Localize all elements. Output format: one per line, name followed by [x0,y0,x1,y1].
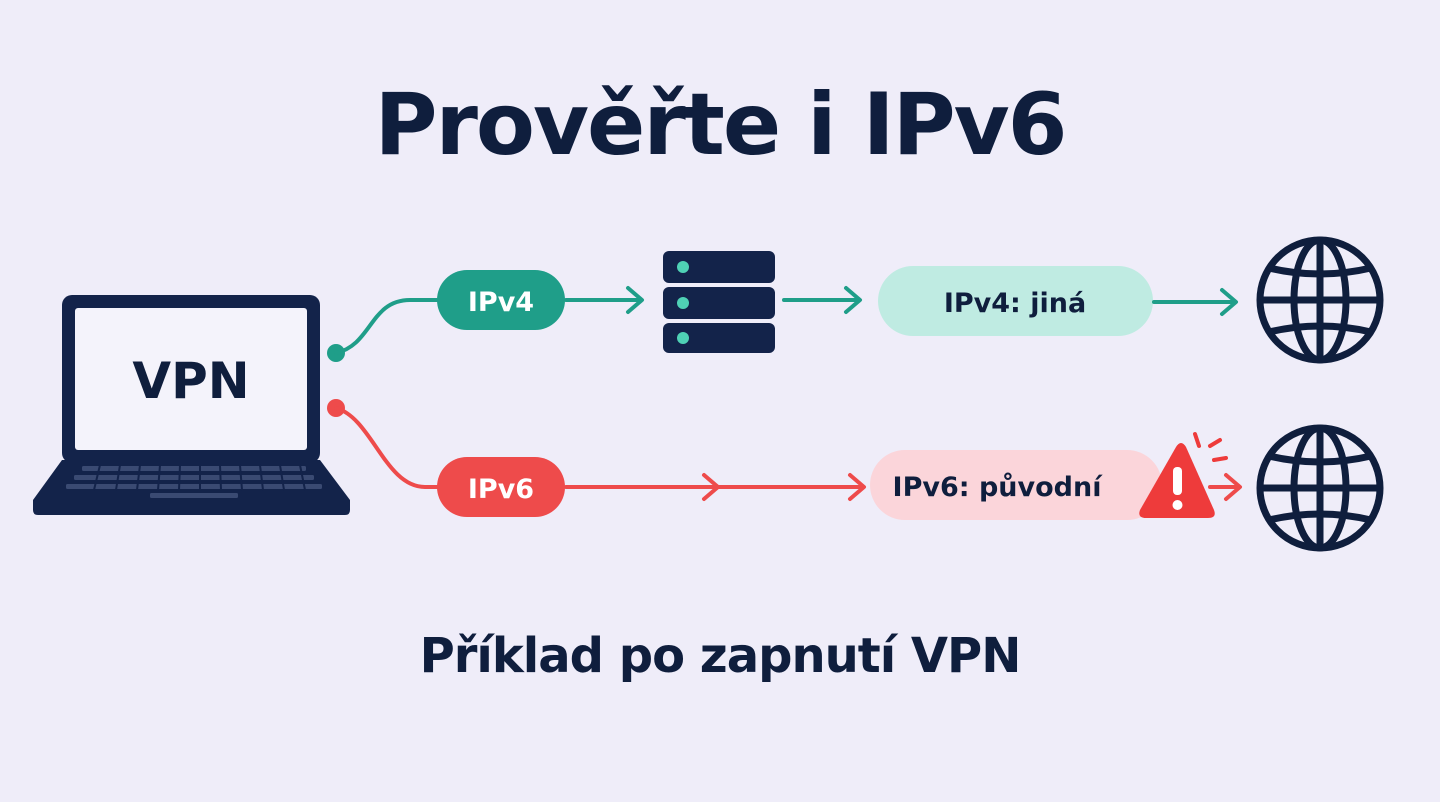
ipv4-arrowhead-2 [844,286,862,314]
ipv6-result-label: IPv6: původní [893,472,1104,503]
ipv4-source-label: IPv4 [468,287,534,318]
ipv4-result-label: IPv4: jiná [944,288,1086,319]
page-subtitle: Příklad po zapnutí VPN [419,628,1022,684]
ipv6-connector [334,406,442,489]
ipv6-source-label: IPv6 [468,474,534,505]
globe-icon [1256,236,1384,364]
ipv6-source-pill [437,457,565,517]
ipv4-result-pill [878,266,1153,336]
ipv4-path: IPv4 IPv4: jiná [327,266,1238,362]
ipv4-connector [334,298,442,355]
ipv6-arrowhead-1 [702,473,720,501]
ipv6-arrowhead-3 [1224,473,1242,501]
laptop-keyboard [66,466,322,498]
ipv4-source-pill [437,270,565,330]
ipv4-arrowhead-3 [1220,288,1238,316]
laptop-key-gaps [93,464,306,491]
ipv6-result-pill [870,450,1162,520]
laptop-icon: VPN [33,295,350,515]
ipv4-arrowhead-1 [626,286,644,314]
laptop-vpn-label: VPN [132,352,249,410]
ipv6-arrowhead-2 [848,473,866,501]
ipv6-path: IPv6 IPv6: původní [327,399,1242,520]
globe-icon [1256,424,1384,552]
server-icon [663,251,775,353]
page-title: Prověřte i IPv6 [374,75,1067,175]
warning-icon [1139,432,1228,518]
laptop-screen [75,308,307,450]
